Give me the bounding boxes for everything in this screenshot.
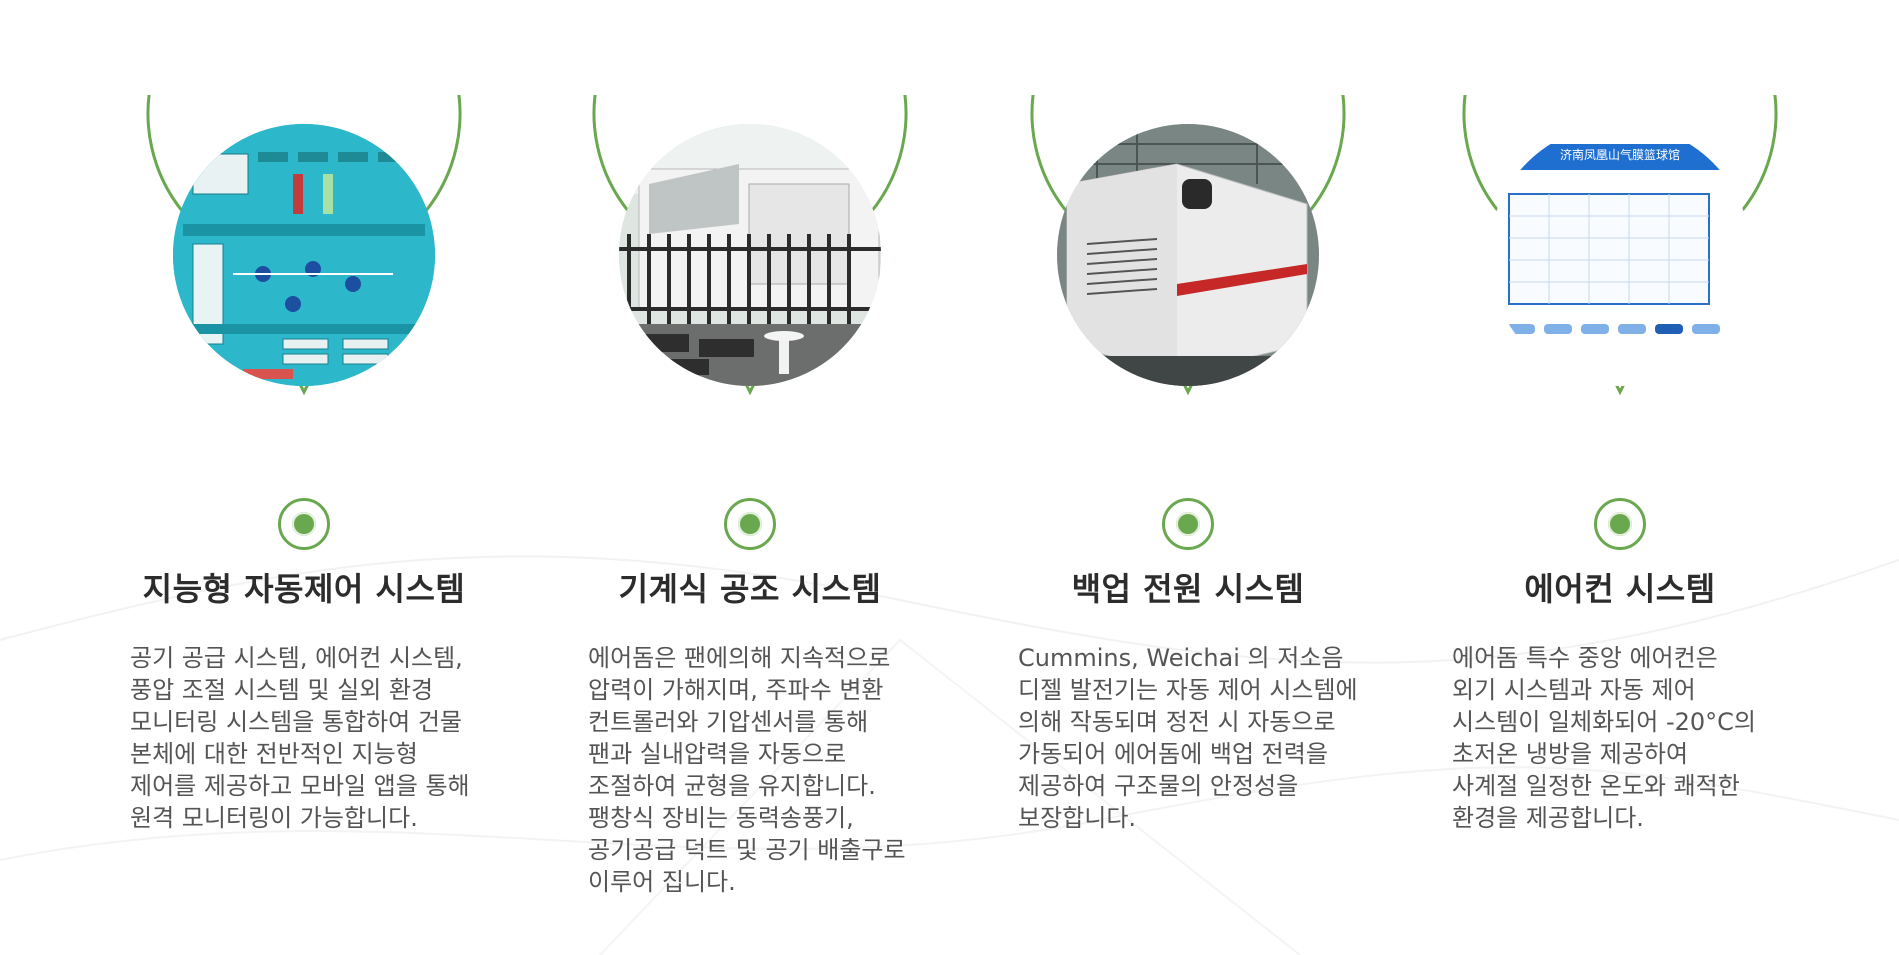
feature-air-conditioning: 济南凤凰山气膜篮球馆 에어컨 시스템 에어돔 특수 중앙 에어컨은 외기 시스템… [1380,0,1860,955]
feature-description: Cummins, Weichai 의 저소음 디젤 발전기는 자동 제어 시스템… [1018,644,1358,832]
feature-description: 공기 공급 시스템, 에어컨 시스템, 풍압 조절 시스템 및 실외 환경 모니… [130,644,470,832]
indicator-dot [1594,498,1646,550]
feature-mechanical-hvac: 기계식 공조 시스템 에어돔은 팬에의해 지속적으로 압력이 가해지며, 주파수… [510,0,990,955]
map-pin-frame [948,95,1428,485]
feature-title: 기계식 공조 시스템 [618,570,882,608]
map-pin-frame [1380,95,1860,485]
feature-description: 에어돔 특수 중앙 에어컨은 외기 시스템과 자동 제어 시스템이 일체화되어 … [1452,644,1757,832]
feature-smart-control: 지능형 자동제어 시스템 공기 공급 시스템, 에어컨 시스템, 풍압 조절 시… [64,0,544,955]
indicator-dot [1162,498,1214,550]
air-handling-unit-image [619,124,881,386]
map-pin-frame [64,95,544,485]
control-panel-image [173,124,435,386]
feature-description: 에어돔은 팬에의해 지속적으로 압력이 가해지며, 주파수 변환 컨트롤러와 기… [588,644,906,896]
map-pin-frame [510,95,990,485]
diesel-generator-image [1057,124,1319,386]
indicator-dot [278,498,330,550]
feature-title: 에어컨 시스템 [1524,570,1716,608]
feature-backup-power: 백업 전원 시스템 Cummins, Weichai 의 저소음 디젤 발전기는… [948,0,1428,955]
feature-title: 백업 전원 시스템 [1071,570,1305,608]
feature-title: 지능형 자동제어 시스템 [142,570,466,608]
indicator-dot [724,498,776,550]
monitoring-screen-image: 济南凤凰山气膜篮球馆 [1489,124,1751,386]
screen-title: 济南凤凰山气膜篮球馆 [1559,148,1680,162]
